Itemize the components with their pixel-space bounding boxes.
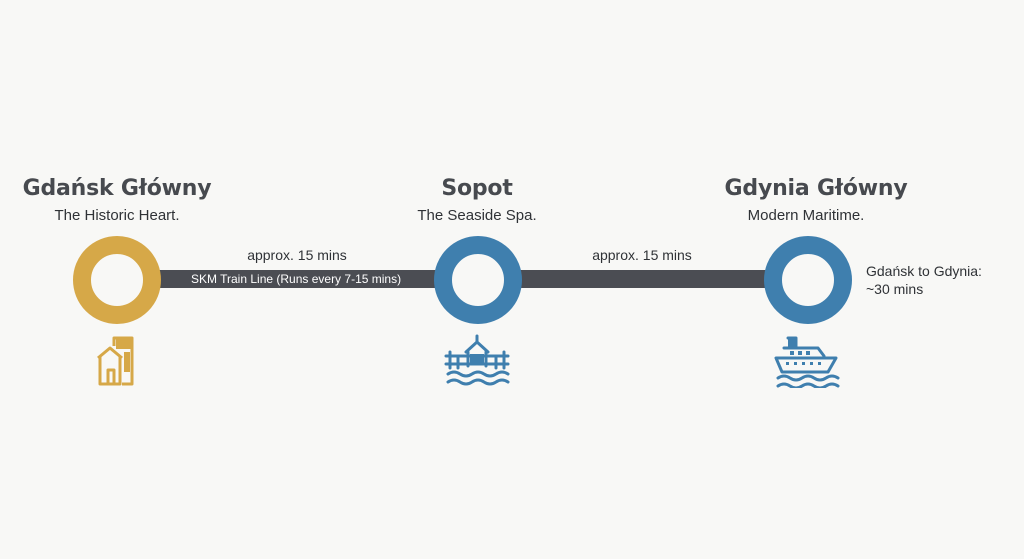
crane-gate-icon <box>97 336 134 386</box>
train-line-label: SKM Train Line (Runs every 7-15 mins) <box>191 272 402 286</box>
station-tagline-sopot: The Seaside Spa. <box>417 207 537 224</box>
segment-time-gdansk-sopot: approx. 15 mins <box>247 247 347 263</box>
total-journey-time: ~30 mins <box>866 281 924 297</box>
station-tagline-gdynia: Modern Maritime. <box>747 207 865 224</box>
total-journey-note: Gdańsk to Gdynia: ~30 mins <box>866 262 982 298</box>
station-name-gdansk: Gdańsk Główny <box>22 176 212 201</box>
station-tagline-gdansk: The Historic Heart. <box>54 207 180 224</box>
station-marker-gdansk <box>73 236 161 324</box>
total-journey-route: Gdańsk to Gdynia: <box>866 263 982 279</box>
station-name-sopot: Sopot <box>441 176 513 201</box>
station-name-gdynia: Gdynia Główny <box>724 176 908 201</box>
station-marker-sopot <box>434 236 522 324</box>
segment-time-sopot-gdynia: approx. 15 mins <box>592 247 692 263</box>
pier-icon <box>444 334 510 386</box>
station-marker-gdynia <box>764 236 852 324</box>
ship-icon <box>774 336 840 388</box>
